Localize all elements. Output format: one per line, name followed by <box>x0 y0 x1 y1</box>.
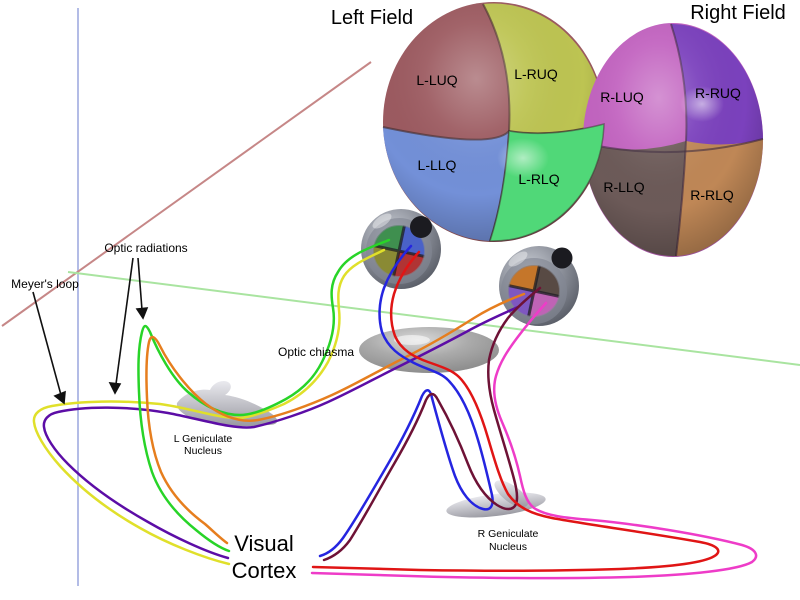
right-eye-pupil <box>551 247 573 269</box>
optic-chiasma-label: Optic chiasma <box>278 345 354 359</box>
right-visual-field <box>582 23 764 257</box>
meyers-loop-label: Meyer's loop <box>11 277 79 291</box>
left-eye-highlight <box>372 213 392 229</box>
r-geniculate-label-line1: R Geniculate <box>478 528 539 540</box>
green-diagonal-line <box>67 271 800 366</box>
background-axes <box>1 8 800 586</box>
right-eye-quad-ul <box>508 265 540 291</box>
left-eye-quad-ul <box>373 225 405 251</box>
pathway-pink-fiber <box>310 301 758 580</box>
meyers-loop-arrow-head <box>53 390 66 405</box>
optic-radiations-label: Optic radiations <box>104 241 187 255</box>
label-l-rlq: L-RLQ <box>518 171 559 187</box>
visual-cortex-label-line2: Cortex <box>232 558 297 583</box>
right-eye-highlight <box>508 251 528 267</box>
optic-radiations-arrow-right-head <box>135 307 149 320</box>
right-field-title: Right Field <box>690 2 786 24</box>
pathway-purple-fiber <box>42 305 520 560</box>
pathway-yellow-fiber <box>32 248 386 566</box>
pathway-orange-fiber <box>145 292 526 545</box>
right-eye-iris-cross <box>508 265 560 317</box>
r-geniculate-label-line2: Nucleus <box>489 541 527 553</box>
optic-radiations-arrow-left-head <box>108 382 122 395</box>
right-eye-rim <box>501 258 567 324</box>
pathway-maroon-fiber <box>322 286 542 562</box>
annotation-arrows <box>32 257 149 405</box>
left-eye-pupil <box>410 216 432 238</box>
visual-cortex-label-line1: Visual <box>234 531 294 556</box>
pathway-blue-fiber <box>318 244 494 558</box>
right-field-highlight <box>680 86 724 122</box>
left-eye-quad-ur <box>399 225 425 257</box>
label-r-luq: R-LUQ <box>600 89 644 105</box>
label-r-ruq: R-RUQ <box>695 85 741 101</box>
l-geniculate-label-line2: Nucleus <box>184 445 222 457</box>
left-field-highlight <box>497 138 549 178</box>
r-geniculate-wing <box>494 480 529 508</box>
label-r-llq: R-LLQ <box>603 179 644 195</box>
pathway-red-fiber <box>311 250 720 572</box>
optic-radiations-arrow-right <box>137 257 143 311</box>
right-field-shading <box>583 23 763 257</box>
pathway-green-fiber <box>137 238 391 553</box>
label-l-ruq: L-RUQ <box>514 66 558 82</box>
left-field-title: Left Field <box>331 7 413 29</box>
rosy-diagonal-line <box>1 61 372 327</box>
label-r-rlq: R-RLQ <box>690 187 734 203</box>
pathway-fibers <box>32 238 758 580</box>
label-l-llq: L-LLQ <box>418 157 457 173</box>
right-eye-quad-ll <box>508 285 534 317</box>
label-l-luq: L-LUQ <box>416 72 457 88</box>
l-geniculate-label-line1: L Geniculate <box>174 433 233 445</box>
meyers-loop-arrow <box>32 291 62 396</box>
optic-chiasma-highlight <box>394 335 430 345</box>
optic-radiations-arrow-left <box>115 257 134 385</box>
